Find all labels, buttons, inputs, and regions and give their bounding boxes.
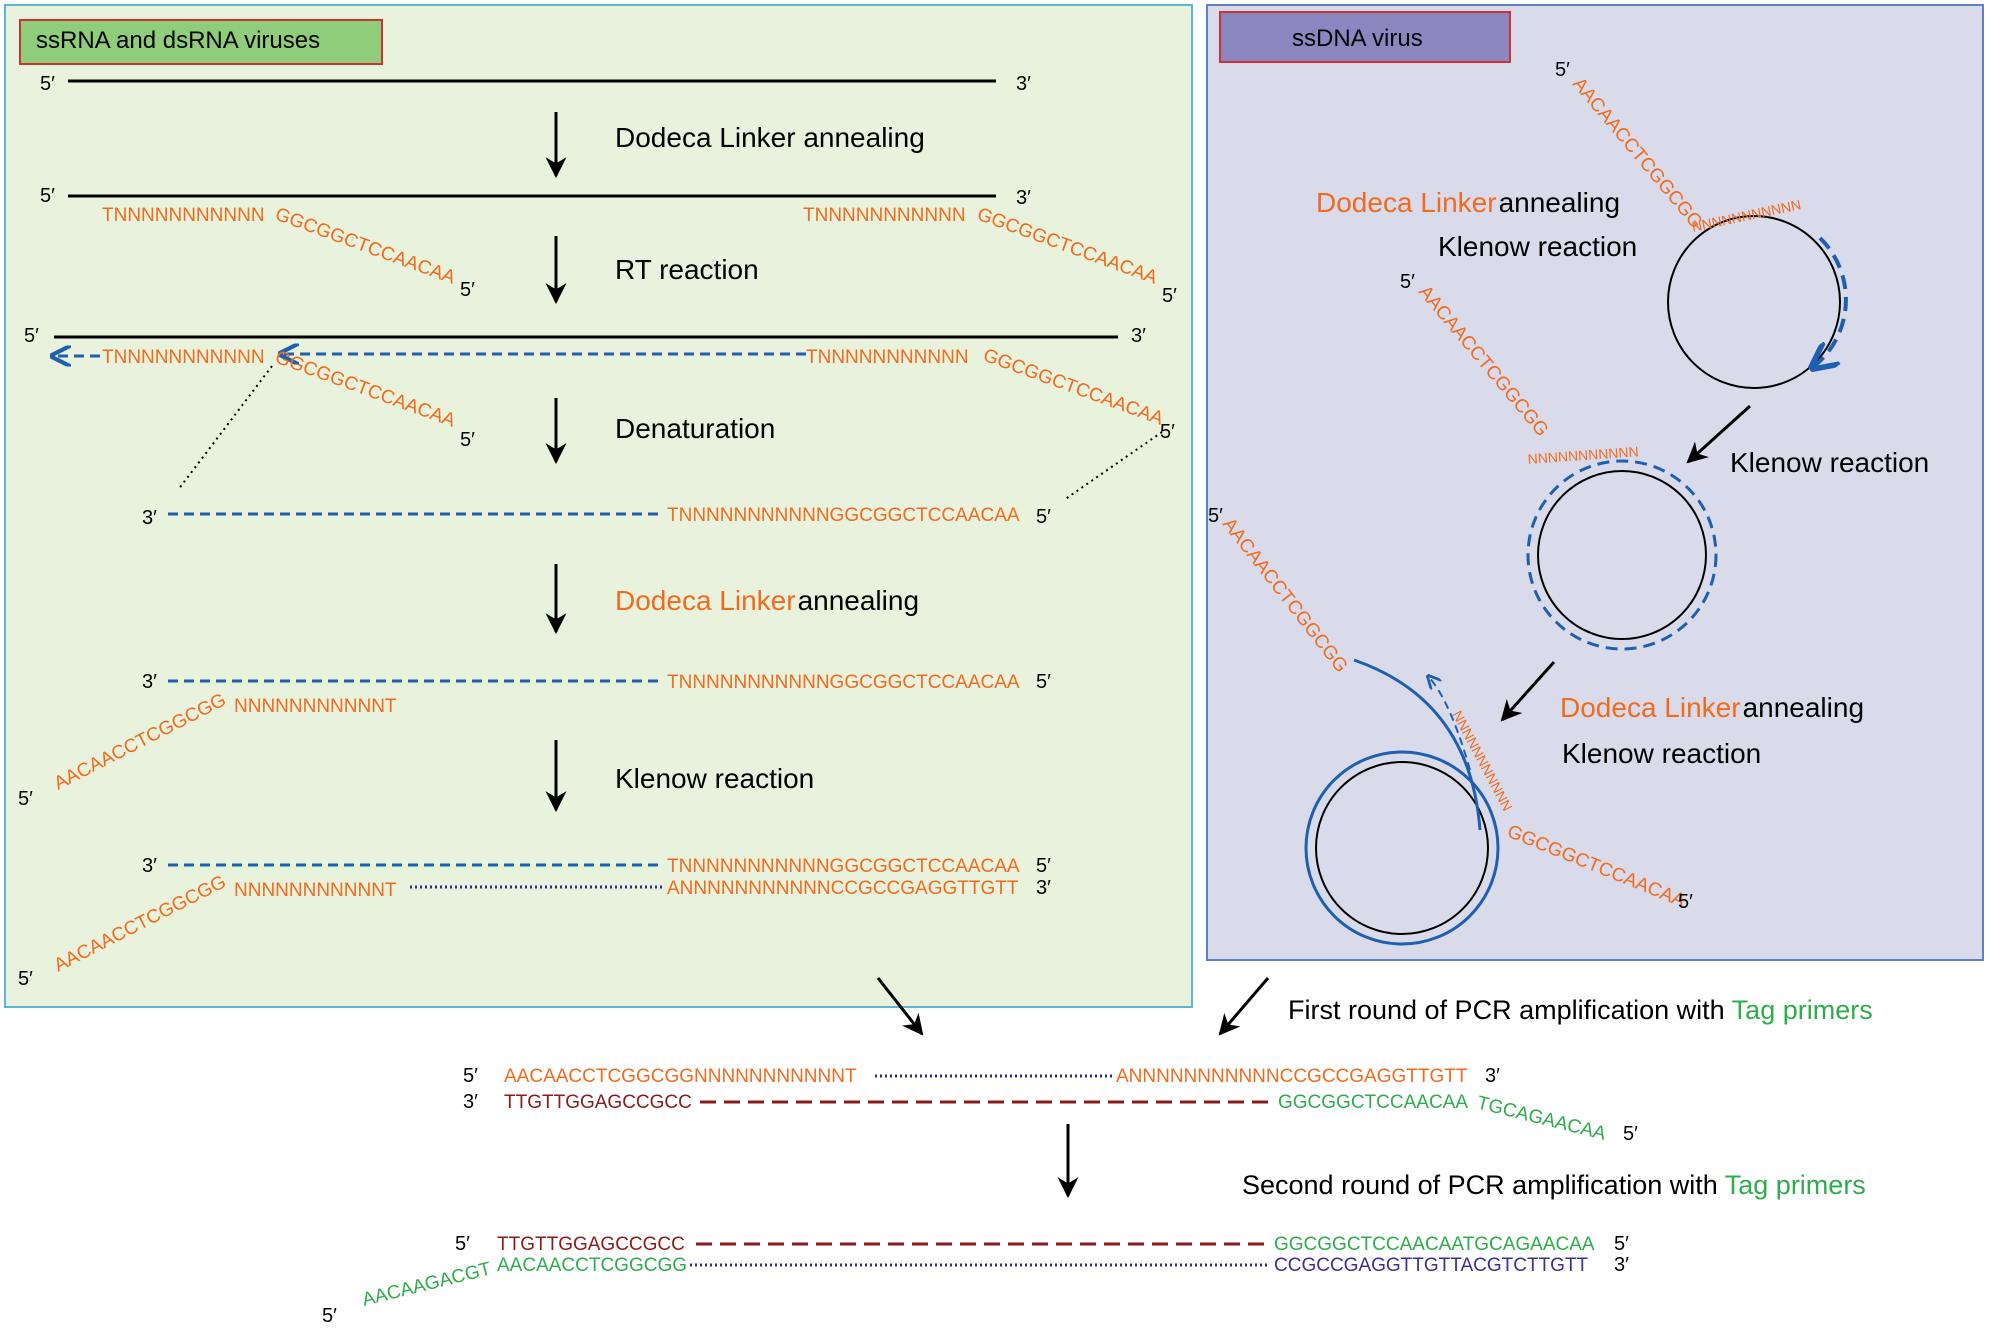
zoom-guide-right: [1063, 431, 1163, 501]
circle-1-five: 5′: [1555, 59, 1570, 81]
annealing-text-r1: annealing: [1499, 187, 1620, 218]
cdna-three-prime-1: 3′: [142, 507, 157, 529]
pcr2-tag: AACAAGACGT: [360, 1258, 494, 1310]
right-step-arrow-2: [1500, 660, 1556, 722]
circle-3-extension: [1304, 750, 1500, 946]
pcr2-five-tag: 5′: [322, 1305, 337, 1327]
dodeca-text-r2: Dodeca Linker: [1560, 692, 1741, 723]
pcr1-bottom-right: GGCGGCTCCAACAA: [1278, 1092, 1468, 1113]
rt-linker-a-n12: TNNNNNNNNNNN: [102, 347, 265, 368]
cdna-linker-2: TNNNNNNNNNNNGGCGGCTCCAACAA: [667, 672, 1020, 693]
step-label-klenow-left: Klenow reaction: [615, 763, 814, 794]
dodeca-annealing-r2: Dodeca Linkerannealing: [1560, 692, 1864, 723]
right-panel-title: ssDNA virus: [1292, 25, 1423, 52]
merge-arrow-left: [876, 977, 924, 1036]
rna-three-prime-2: 3′: [1016, 187, 1031, 209]
rna-five-prime-2: 5′: [40, 185, 55, 207]
circle-3-tag-five: 5′: [1678, 891, 1693, 913]
ssdna-circle-1: [1667, 215, 1841, 389]
second-round-prefix: Second round of PCR amplification with: [1242, 1170, 1725, 1200]
pcr1-bottom-left: TTGTTGGAGCCGCC: [504, 1092, 692, 1113]
pcr2-three-bottom: 3′: [1614, 1254, 1629, 1276]
linker-a-five: 5′: [460, 279, 475, 301]
ds-linker-top: TNNNNNNNNNNNGGCGGCTCCAACAA: [667, 856, 1020, 877]
step-label-rt-reaction: RT reaction: [615, 254, 759, 285]
right-panel: ssDNA virus AACAACCTCGGCGG NNNNNNNNNNN 5…: [1206, 4, 1984, 961]
ssdna-circle-3: [1315, 761, 1489, 935]
ds-primer-five: 5′: [18, 968, 33, 990]
rt-linker-b-n12: TNNNNNNNNNNN: [806, 347, 969, 368]
circle-1-extension: [1812, 236, 1848, 368]
linker-a-n12: TNNNNNNNNNNN: [102, 205, 265, 226]
first-round-tag-primers: Tag primers: [1732, 995, 1873, 1025]
second-round-label: Second round of PCR amplification with T…: [1242, 1170, 1866, 1200]
pcr1-five-top: 5′: [463, 1065, 478, 1087]
cdna-five-prime-2: 5′: [1036, 671, 1051, 693]
klenow-label-r2: Klenow reaction: [1730, 447, 1929, 478]
cdna-three-prime-2: 3′: [142, 671, 157, 693]
ds-primer-n12: NNNNNNNNNNNT: [234, 880, 397, 901]
pcr1-five-bottom: 5′: [1623, 1123, 1638, 1145]
right-panel-background: [1206, 4, 1984, 961]
klenow-label-r3: Klenow reaction: [1562, 738, 1761, 769]
step-label-dodeca-2: Dodeca Linkerannealing: [615, 585, 919, 616]
zoom-guide-left: [177, 365, 273, 491]
first-round-prefix: First round of PCR amplification with: [1288, 995, 1732, 1025]
klenow-label-r1: Klenow reaction: [1438, 231, 1637, 262]
circle-3-five: 5′: [1208, 505, 1223, 527]
circle-2-extension: [1526, 459, 1718, 651]
second-round-tag-primers: Tag primers: [1725, 1170, 1866, 1200]
merge-arrow-right: [1218, 977, 1270, 1036]
second-linker-five: 5′: [18, 788, 33, 810]
rna-five-prime: 5′: [40, 73, 55, 95]
rna-three-prime-3: 3′: [1131, 325, 1146, 347]
right-panel-title-box: [1219, 11, 1511, 63]
pcr2-bottom-left: AACAACCTCGGCGG: [497, 1255, 687, 1276]
left-panel-background: [4, 4, 1193, 1008]
ssdna-circle-2: [1537, 470, 1707, 640]
rt-linker-b-five: 5′: [1160, 421, 1175, 443]
annealing-text-r2: annealing: [1743, 692, 1864, 723]
linker-b-n12: TNNNNNNNNNNN: [803, 205, 966, 226]
ds-five-prime-top: 5′: [1036, 855, 1051, 877]
circle-3-displaced-strand: [1353, 658, 1482, 831]
second-linker-n12: NNNNNNNNNNNT: [234, 696, 397, 717]
rt-linker-a-five: 5′: [460, 429, 475, 451]
rna-five-prime-3: 5′: [24, 325, 39, 347]
pcr1-three-top: 3′: [1485, 1065, 1500, 1087]
pcr1-top-left: AACAACCTCGGCGGNNNNNNNNNNNT: [504, 1066, 857, 1087]
dodeca-text-2: Dodeca Linker: [615, 585, 796, 616]
ds-three-prime-bottom: 3′: [1036, 877, 1051, 899]
ds-three-prime-top: 3′: [142, 855, 157, 877]
left-panel: ssRNA and dsRNA viruses 5′ 3′ Dodeca Lin…: [4, 4, 1193, 1008]
left-panel-title-box: [19, 19, 383, 65]
pcr2-five-top: 5′: [455, 1233, 470, 1255]
circle-2-five: 5′: [1400, 271, 1415, 293]
dodeca-text-r1: Dodeca Linker: [1316, 187, 1497, 218]
pcr2-top-right: GGCGGCTCCAACAATGCAGAACAA: [1274, 1234, 1595, 1255]
cdna-five-prime-1: 5′: [1036, 506, 1051, 528]
annealing-text-2: annealing: [798, 585, 919, 616]
cdna-linker-1: TNNNNNNNNNNNGGCGGCTCCAACAA: [667, 505, 1020, 526]
ds-linker-bottom: ANNNNNNNNNNNCCGCCGAGGTTGTT: [667, 878, 1019, 899]
pcr2-bottom-right: CCGCCGAGGTTGTTACGTCTTGTT: [1274, 1255, 1589, 1276]
pcr2-top-left: TTGTTGGAGCCGCC: [497, 1234, 685, 1255]
linker-b-five: 5′: [1162, 285, 1177, 307]
pcr-section: First round of PCR amplification with Ta…: [322, 977, 1873, 1327]
step-label-denaturation: Denaturation: [615, 413, 775, 444]
right-step-arrow-1: [1686, 404, 1752, 464]
circle-2-n: NNNNNNNNNNN: [1527, 443, 1639, 467]
circle-3-new-extension: [1428, 676, 1471, 771]
pcr1-bottom-tag: TGCAGAACAA: [1475, 1092, 1608, 1144]
dodeca-annealing-r1: Dodeca Linkerannealing: [1316, 187, 1620, 218]
left-panel-title: ssRNA and dsRNA viruses: [36, 27, 320, 54]
pcr2-five-top-end: 5′: [1614, 1233, 1629, 1255]
first-round-label: First round of PCR amplification with Ta…: [1288, 995, 1873, 1025]
step-label-dodeca-annealing-1: Dodeca Linker annealing: [615, 122, 925, 153]
rna-three-prime: 3′: [1016, 73, 1031, 95]
pcr1-three-bottom: 3′: [463, 1091, 478, 1113]
pcr1-top-right: ANNNNNNNNNNNCCGCCGAGGTTGTT: [1116, 1066, 1468, 1087]
